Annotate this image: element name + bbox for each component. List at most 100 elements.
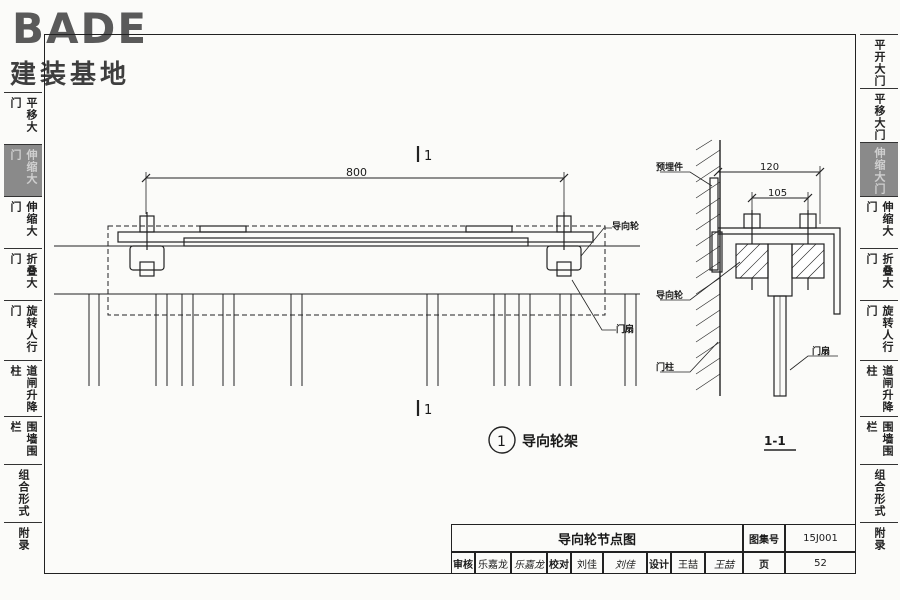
right-tab-strip: 平开大门 平移大门 伸缩大门 伸缩大门 折叠大门 旋转人行门 道闸升降柱 围墙围…: [856, 0, 900, 600]
review-signature: 乐嘉龙: [511, 552, 547, 574]
tab-right-4[interactable]: 折叠大门: [860, 248, 898, 300]
tab-right-5[interactable]: 旋转人行门: [860, 300, 898, 360]
plate-pad-right: [465, 225, 513, 233]
review-label: 审核: [451, 552, 475, 574]
tab-right-7[interactable]: 围墙围栏: [860, 416, 898, 464]
guide-wheel-label: 导向轮: [612, 220, 639, 232]
page-number: 52: [785, 552, 856, 574]
tab-right-2[interactable]: 伸缩大门: [860, 142, 898, 196]
tab-label: 平开大门: [873, 39, 886, 87]
design-signature: 王喆: [705, 552, 743, 574]
dim-105-label: 105: [768, 188, 787, 199]
tab-label: 伸缩大门: [873, 147, 886, 195]
caption-number: 1: [497, 434, 506, 450]
tab-label: 旋转人行门: [9, 305, 38, 353]
atlas-label: 图集号: [743, 524, 785, 552]
tab-right-1[interactable]: 平移大门: [860, 88, 898, 142]
tab-label: 道闸升降柱: [865, 365, 894, 413]
tab-left-4[interactable]: 折叠大门: [4, 248, 42, 300]
section-wheel-label: 导向轮: [656, 289, 683, 301]
caption-text: 导向轮架: [522, 433, 578, 450]
embedded-plate: [709, 177, 719, 271]
column-label: 门柱: [656, 361, 674, 373]
bracket: [718, 227, 841, 315]
tab-right-3[interactable]: 伸缩大门: [860, 196, 898, 248]
dim-tick-120-right: [815, 167, 825, 177]
embedded-label: 预埋件: [656, 161, 683, 173]
wheel-right-hub: [556, 261, 572, 277]
design-label: 设计: [647, 552, 671, 574]
review-name: 乐嘉龙: [475, 552, 511, 574]
tab-label: 旋转人行门: [865, 305, 894, 353]
tab-label: 附录: [873, 527, 886, 551]
dim-800-label: 800: [346, 166, 367, 179]
wheel-left: [129, 245, 165, 271]
dashed-enclosure: [107, 225, 606, 316]
leader-section-wheel: [660, 261, 741, 301]
leader-guide-wheel: [580, 227, 612, 257]
check-label: 校对: [547, 552, 571, 574]
tab-left-7[interactable]: 围墙围栏: [4, 416, 42, 464]
dim-tick-left: [141, 173, 151, 183]
logo-text-cn: 建装基地: [10, 60, 131, 90]
dim-tick-105-right: [803, 193, 813, 203]
bracket-foot: [711, 231, 723, 273]
tab-label: 伸缩大门: [865, 201, 894, 237]
tab-label: 伸缩大门: [9, 201, 38, 237]
dim-120-label: 120: [760, 162, 779, 173]
leader-column: [660, 341, 719, 373]
section-wheel-right: [791, 243, 825, 279]
tab-left-9[interactable]: 附录: [4, 522, 42, 574]
tab-label: 折叠大门: [9, 253, 38, 289]
section-leaf-label: 门扇: [812, 345, 830, 357]
leader-door-leaf: [571, 279, 616, 331]
page-label: 页: [743, 552, 785, 574]
tab-right-6[interactable]: 道闸升降柱: [860, 360, 898, 416]
section-mark-top: 1: [424, 149, 432, 164]
pickets: [88, 294, 637, 386]
tab-label: 伸缩大门: [9, 149, 38, 185]
tab-left-2[interactable]: 伸缩大门: [4, 144, 42, 196]
wheel-hatch: [735, 243, 825, 279]
tab-label: 附录: [17, 527, 30, 551]
section-mark-bottom: 1: [424, 403, 432, 418]
dim-tick-right: [559, 173, 569, 183]
tab-label: 组合形式: [873, 469, 886, 517]
dim-tick-105-left: [747, 193, 757, 203]
tab-right-9[interactable]: 附录: [860, 522, 898, 574]
tab-left-5[interactable]: 旋转人行门: [4, 300, 42, 360]
guide-bar: [183, 237, 529, 247]
leader-embedded: [660, 171, 713, 187]
tab-label: 道闸升降柱: [9, 365, 38, 413]
door-leaf-profile: [767, 243, 793, 297]
leader-section-leaf: [789, 355, 838, 371]
dim-tick-120-left: [713, 167, 723, 177]
tab-right-8[interactable]: 组合形式: [860, 464, 898, 522]
left-tab-strip: 平移大门 伸缩大门 伸缩大门 折叠大门 旋转人行门 道闸升降柱 围墙围栏 组合形…: [0, 0, 44, 600]
check-name: 刘佳: [571, 552, 603, 574]
title-block: 导向轮节点图 图集号 15J001 审核 乐嘉龙 乐嘉龙 校对 刘佳 刘佳 设计…: [451, 524, 856, 574]
wheel-right: [546, 245, 582, 271]
logo: BADE 建装基地: [8, 4, 178, 90]
check-signature: 刘佳: [603, 552, 647, 574]
tab-left-8[interactable]: 组合形式: [4, 464, 42, 522]
plate-pad-left: [199, 225, 247, 233]
tab-left-6[interactable]: 道闸升降柱: [4, 360, 42, 416]
tab-label: 围墙围栏: [865, 421, 894, 457]
tab-label: 围墙围栏: [9, 421, 38, 457]
atlas-number: 15J001: [785, 524, 856, 552]
guide-plate: [117, 231, 594, 243]
drawing-frame: [44, 34, 856, 574]
tab-label: 平移大门: [9, 97, 38, 133]
wheel-left-hub: [139, 261, 155, 277]
tab-left-1[interactable]: 平移大门: [4, 92, 42, 144]
door-leaf-label: 门扇: [616, 323, 634, 335]
section-title: 1-1: [764, 434, 786, 448]
tab-label: 组合形式: [17, 469, 30, 517]
logo-text-en: BADE: [12, 4, 149, 53]
design-name: 王喆: [671, 552, 705, 574]
tab-left-3[interactable]: 伸缩大门: [4, 196, 42, 248]
tab-right-0[interactable]: 平开大门: [860, 34, 898, 88]
caption-circle: [488, 426, 516, 454]
